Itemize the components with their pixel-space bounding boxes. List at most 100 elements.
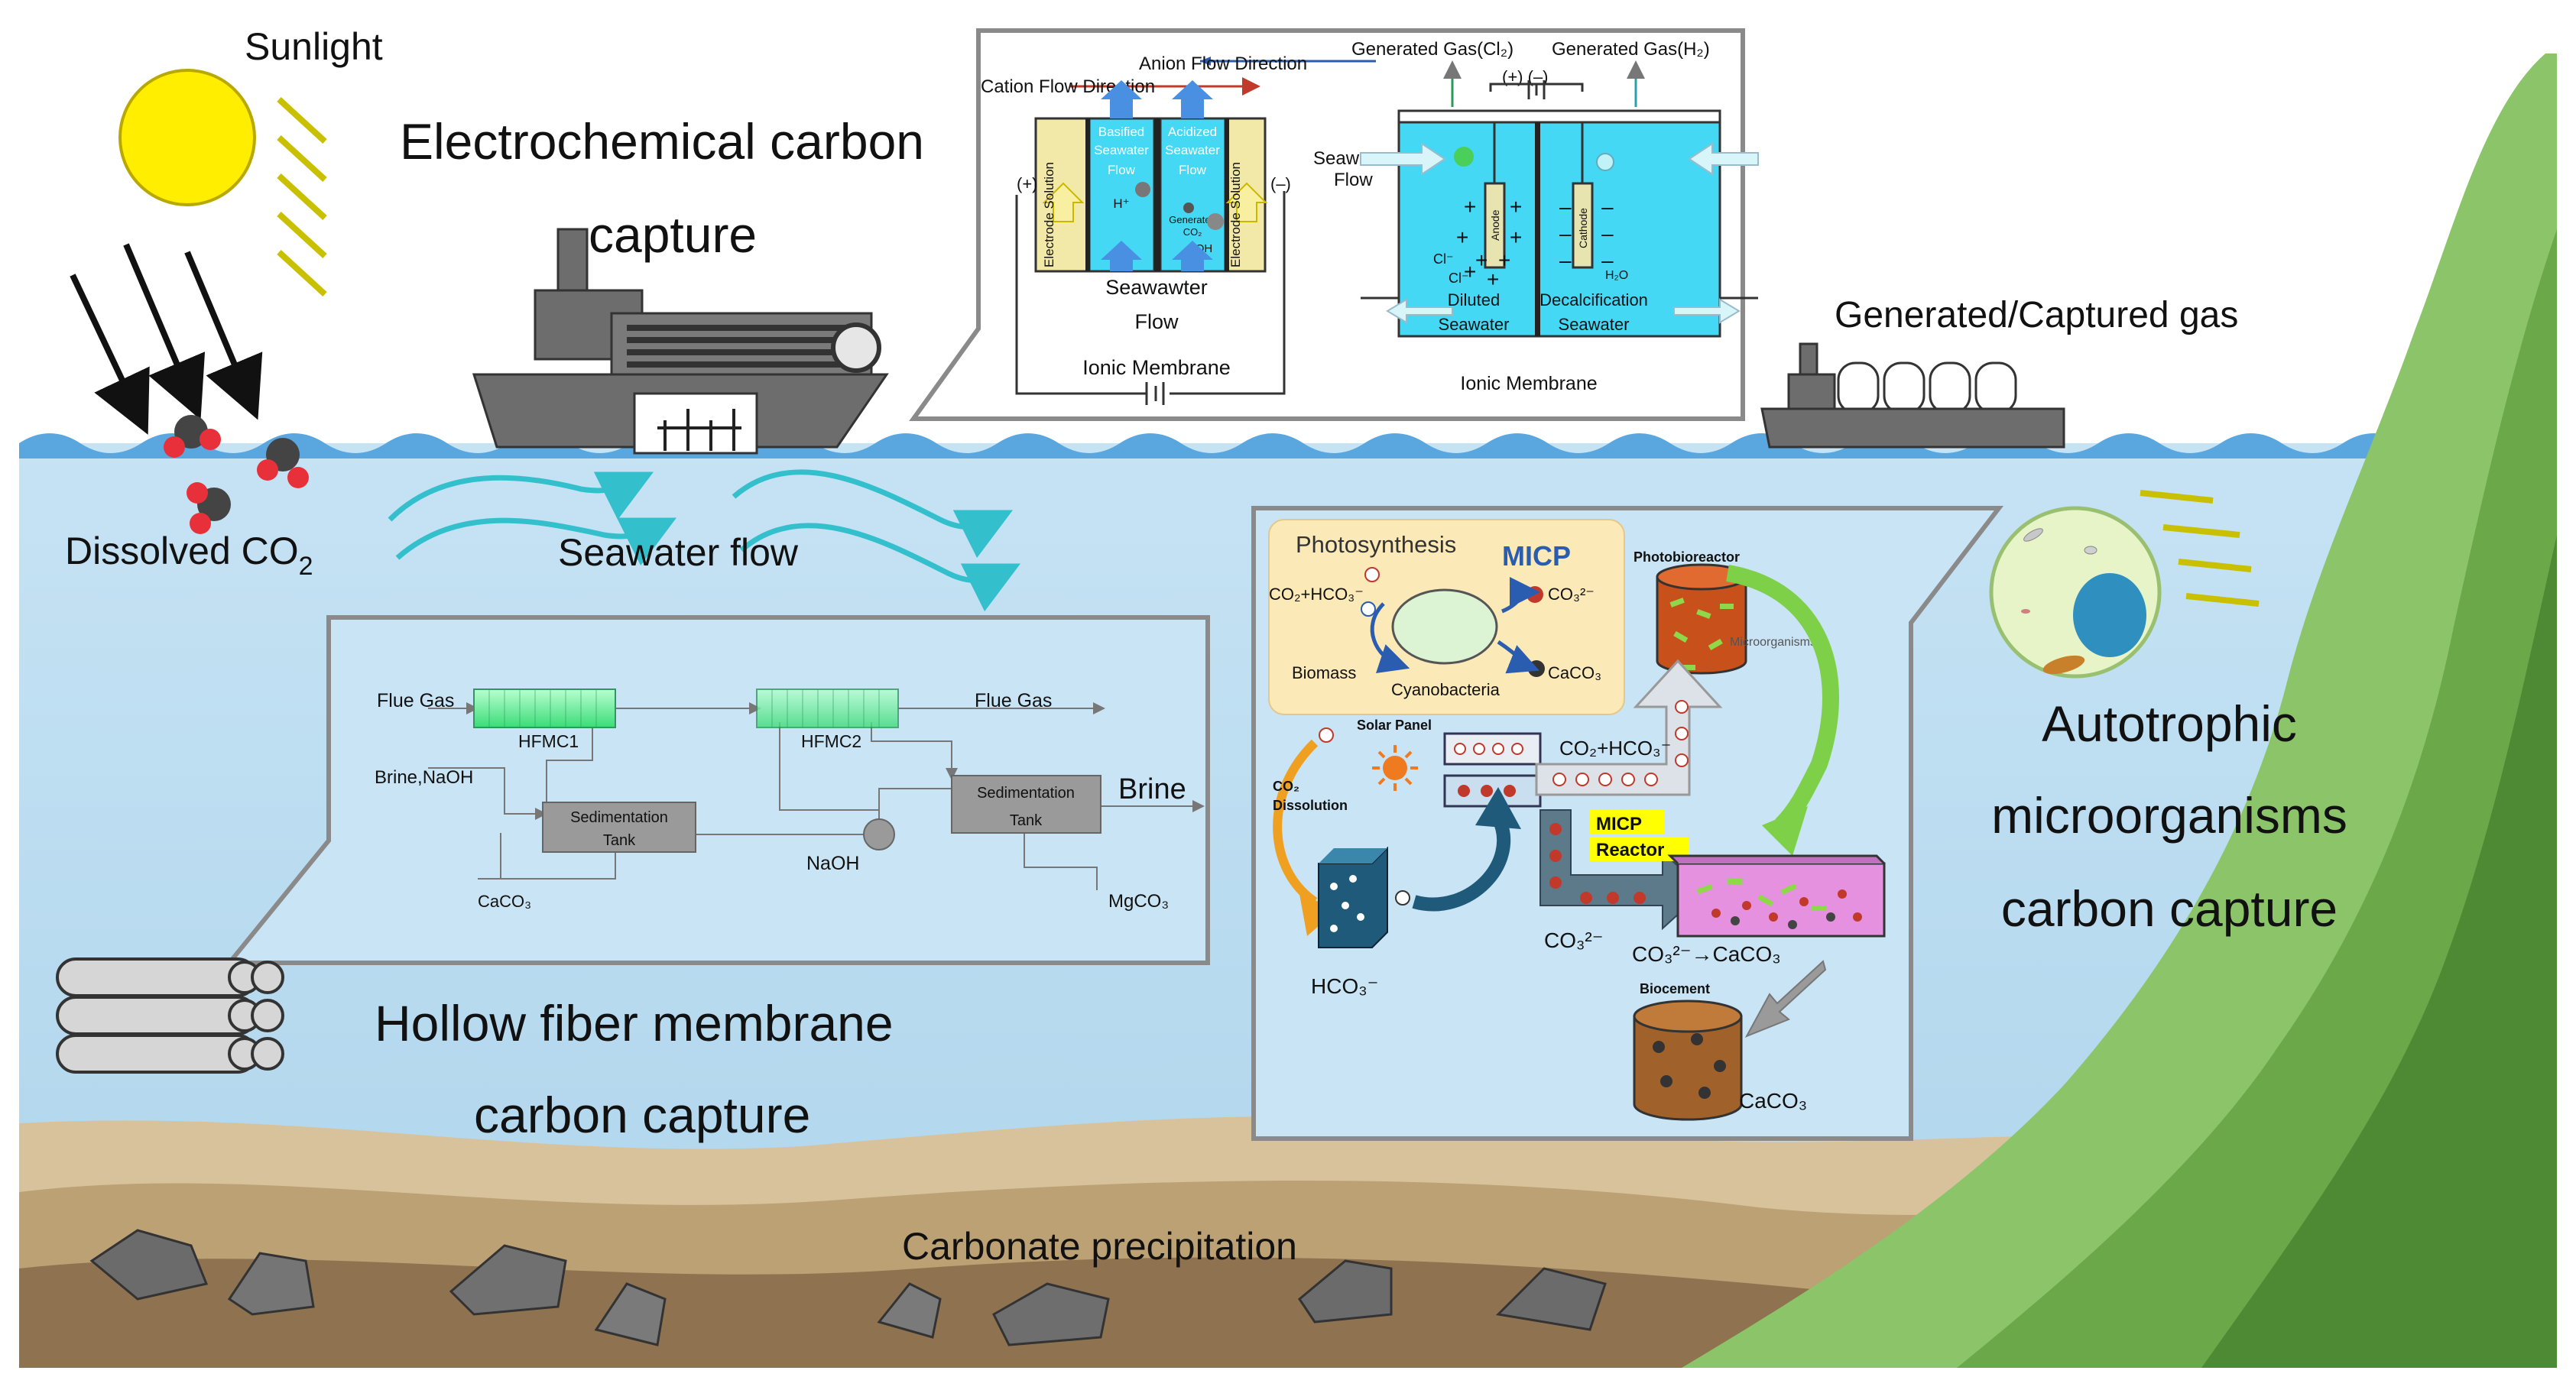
rock	[1495, 1267, 1607, 1331]
svg-text:(+): (+)	[1017, 174, 1038, 193]
svg-text:Cathode: Cathode	[1577, 208, 1589, 248]
mixing-node	[863, 818, 895, 851]
svg-text:Reactor: Reactor	[1596, 840, 1664, 860]
svg-text:CO₃²⁻→CaCO₃: CO₃²⁻→CaCO₃	[1632, 942, 1781, 966]
micp-panel: Photosynthesis MICP CO₂+HCO₃⁻ CO₃²⁻ Biom…	[1251, 506, 2004, 1141]
svg-text:Solar Panel: Solar Panel	[1357, 718, 1432, 733]
svg-text:Tank: Tank	[603, 832, 636, 849]
hollow-fiber-pipes-icon	[56, 957, 284, 1074]
svg-text:Sedimentation: Sedimentation	[977, 785, 1075, 802]
svg-text:CO₂+HCO₃⁻: CO₂+HCO₃⁻	[1559, 737, 1671, 760]
svg-text:–: –	[1559, 222, 1572, 245]
svg-text:Seawater: Seawater	[1165, 143, 1220, 157]
svg-text:Flow: Flow	[1334, 170, 1373, 190]
svg-text:CO₂+HCO₃⁻: CO₂+HCO₃⁻	[1269, 585, 1364, 604]
seawater-flow-label: Seawater flow	[558, 531, 799, 574]
electrochemical-ship	[472, 228, 889, 455]
svg-text:CO₂: CO₂	[1183, 226, 1202, 238]
hollow-fiber-panel: Flue Gas Flue Gas HFMC1 HFMC2 Brine,NaOH…	[224, 615, 1210, 965]
svg-text:Flue Gas: Flue Gas	[975, 690, 1052, 711]
svg-text:Ionic Membrane: Ionic Membrane	[1460, 373, 1597, 394]
svg-text:(–): (–)	[1270, 174, 1291, 193]
autotrophic-title-2: microorganisms	[1991, 787, 2347, 844]
svg-text:Decalcification: Decalcification	[1539, 290, 1648, 309]
svg-text:Microorganisms: Microorganisms	[1730, 636, 1816, 649]
svg-text:MICP: MICP	[1596, 814, 1642, 834]
svg-text:Flow: Flow	[1134, 310, 1179, 333]
rock	[449, 1244, 567, 1316]
svg-text:NaOH: NaOH	[806, 853, 859, 874]
dissolved-co2-label: Dissolved CO2	[65, 530, 313, 581]
svg-text:Tank: Tank	[1010, 812, 1043, 829]
co2-molecules	[164, 415, 309, 534]
svg-text:Ionic Membrane: Ionic Membrane	[1082, 356, 1231, 379]
svg-text:Sedimentation: Sedimentation	[570, 809, 668, 826]
light-rays	[2140, 490, 2260, 607]
svg-text:Electrode Solution: Electrode Solution	[1042, 162, 1056, 267]
svg-text:Biomass: Biomass	[1292, 663, 1356, 682]
svg-text:+: +	[1475, 248, 1488, 272]
svg-text:Generated Gas(Cl₂): Generated Gas(Cl₂)	[1351, 39, 1513, 60]
svg-text:Diluted: Diluted	[1448, 290, 1500, 309]
seawater-flow-arrows	[388, 469, 1021, 612]
rock	[227, 1252, 315, 1316]
svg-text:Basified: Basified	[1098, 125, 1144, 139]
rock	[877, 1282, 942, 1339]
svg-text:CaCO₃: CaCO₃	[1739, 1089, 1807, 1113]
svg-text:Dissolution: Dissolution	[1273, 798, 1348, 813]
sun-small-icon	[1383, 756, 1407, 780]
svg-text:CO₃²⁻: CO₃²⁻	[1548, 585, 1595, 604]
hfmc1-module	[473, 688, 616, 728]
svg-text:Seawater: Seawater	[1439, 315, 1510, 334]
svg-text:Generated: Generated	[1169, 214, 1215, 225]
green-hill	[1682, 53, 2557, 1368]
svg-text:Cyanobacteria: Cyanobacteria	[1391, 680, 1501, 699]
generated-gas-label: Generated/Captured gas	[1835, 295, 2238, 335]
svg-text:MgCO₃: MgCO₃	[1108, 891, 1169, 912]
svg-text:Brine: Brine	[1118, 773, 1186, 805]
svg-text:Acidized: Acidized	[1168, 125, 1217, 139]
sunlight-label: Sunlight	[245, 25, 383, 68]
svg-text:Cl⁻: Cl⁻	[1449, 271, 1469, 286]
svg-text:+: +	[1510, 195, 1522, 219]
svg-text:Flue Gas: Flue Gas	[377, 690, 454, 711]
autotrophic-title-1: Autotrophic	[2042, 695, 2297, 752]
autotrophic-title-3: carbon capture	[2001, 880, 2338, 937]
svg-text:H⁺: H⁺	[1113, 196, 1129, 211]
svg-text:Generated Gas(H₂): Generated Gas(H₂)	[1552, 39, 1710, 60]
carbonate-precipitation-label: Carbonate precipitation	[902, 1225, 1297, 1268]
svg-text:+: +	[1487, 267, 1499, 291]
svg-text:+: +	[1456, 225, 1468, 249]
sediment-layers	[19, 1116, 2293, 1368]
sedimentation-tank-1	[542, 802, 696, 853]
svg-text:CO₃²⁻: CO₃²⁻	[1544, 928, 1604, 952]
hfmc2-module	[756, 688, 899, 728]
sedimentation-tank-2	[951, 775, 1101, 834]
hollow-fiber-title-1: Hollow fiber membrane	[375, 995, 894, 1051]
svg-text:Brine,NaOH: Brine,NaOH	[375, 767, 473, 788]
svg-text:Photosynthesis: Photosynthesis	[1296, 531, 1456, 558]
rock	[594, 1282, 667, 1346]
electrochemical-title-2: capture	[589, 206, 757, 263]
cyanobacteria-cell	[1391, 588, 1498, 665]
svg-text:Photobioreactor: Photobioreactor	[1634, 549, 1740, 565]
svg-text:–: –	[1559, 195, 1572, 219]
svg-text:Seawater: Seawater	[1094, 143, 1149, 157]
svg-text:Seawawter: Seawawter	[1105, 276, 1208, 299]
svg-text:Anode: Anode	[1489, 209, 1501, 241]
svg-text:–: –	[1559, 248, 1572, 272]
sun	[118, 69, 256, 206]
sun-group	[70, 69, 327, 435]
rock	[992, 1282, 1110, 1346]
electrochemical-title-1: Electrochemical carbon	[400, 113, 924, 170]
svg-text:Seawater: Seawater	[1559, 315, 1630, 334]
svg-text:Flow: Flow	[1179, 163, 1207, 177]
svg-text:HFMC1: HFMC1	[518, 731, 579, 751]
svg-text:Flow: Flow	[1108, 163, 1136, 177]
svg-text:–: –	[1601, 248, 1614, 272]
svg-text:CaCO₃: CaCO₃	[1548, 663, 1601, 682]
svg-text:Biocement: Biocement	[1640, 981, 1710, 996]
svg-text:–: –	[1601, 195, 1614, 219]
svg-text:H₂O: H₂O	[1605, 269, 1628, 282]
